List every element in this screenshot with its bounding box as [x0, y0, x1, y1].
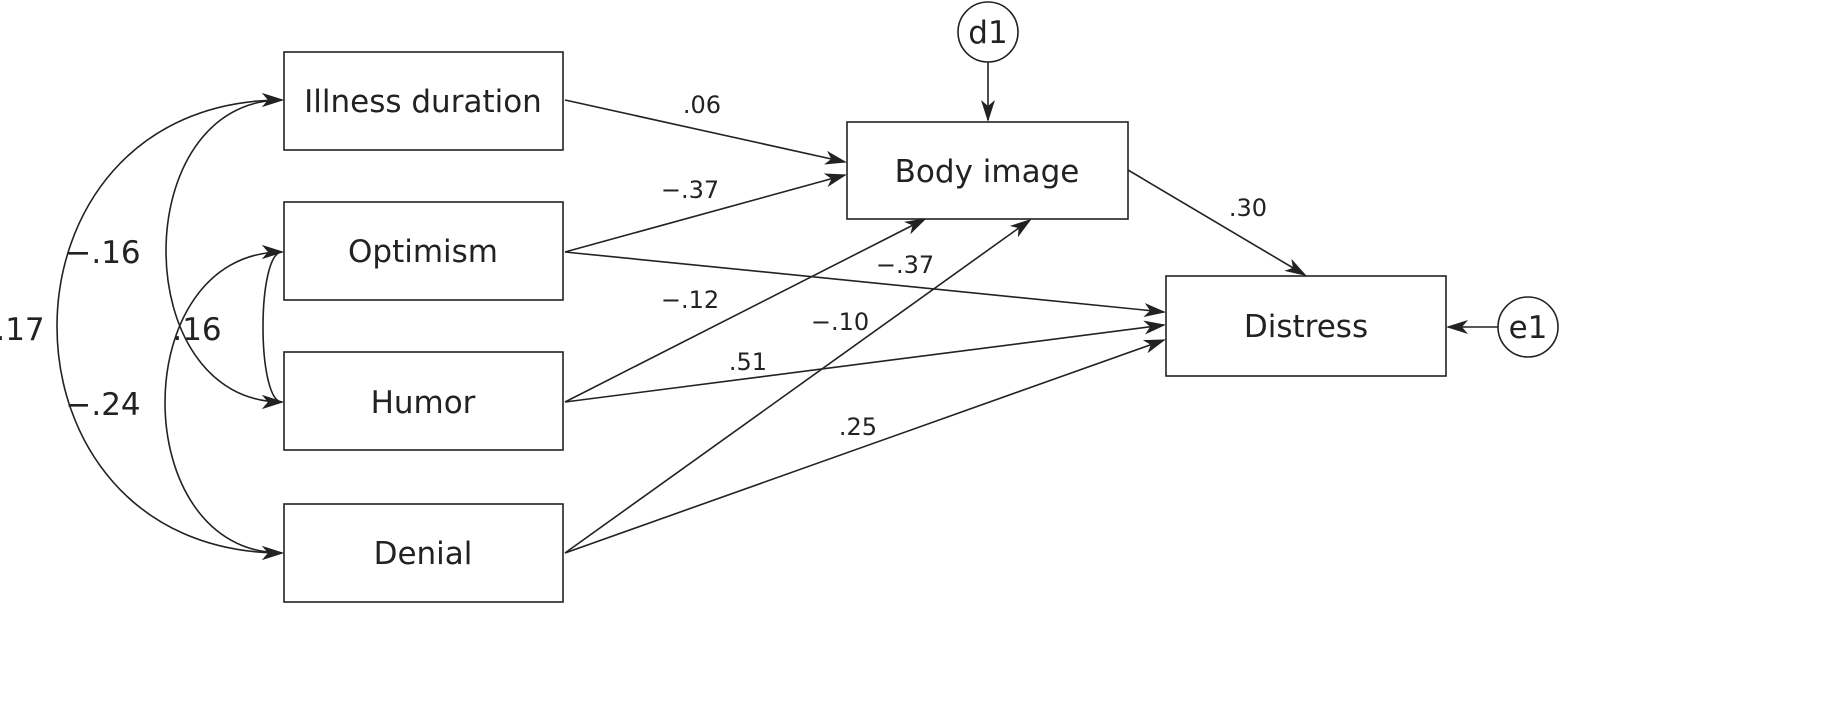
arrow-denial-distress: [564, 339, 1166, 554]
arrow-optimism-body: [564, 173, 847, 253]
path-optimism-distress: −.37: [876, 251, 934, 279]
node-d1: [957, 1, 1019, 63]
correlation-illness-denial: [56, 93, 284, 560]
node-d1-label: d1: [968, 15, 1007, 51]
node-body-image-label: Body image: [895, 154, 1080, 190]
correlation-optimism-denial: [164, 245, 284, 560]
node-e1: [1497, 296, 1559, 358]
arrow-optimism-distress: [564, 251, 1166, 317]
corr-optimism-denial: −.24: [65, 387, 140, 423]
correlation-optimism-humor: [261, 245, 284, 409]
node-distress-label: Distress: [1244, 309, 1368, 345]
path-denial-distress: .25: [839, 413, 877, 441]
path-body-distress: .30: [1229, 194, 1267, 222]
node-body-image: [846, 121, 1129, 220]
path-humor-distress: .51: [729, 348, 767, 376]
node-e1-label: e1: [1509, 310, 1548, 346]
node-humor-label: Humor: [371, 385, 476, 421]
node-illness-duration-label: Illness duration: [304, 84, 542, 120]
arrow-humor-distress: [564, 320, 1166, 403]
path-denial-body: −.10: [811, 308, 869, 336]
node-distress: [1165, 275, 1447, 377]
node-optimism-label: Optimism: [348, 234, 498, 270]
node-illness-duration: [283, 51, 564, 151]
corr-illness-denial: .17: [0, 312, 45, 348]
node-humor: [283, 351, 564, 451]
arrow-humor-body: [564, 218, 927, 403]
arrow-body-distress: [1127, 169, 1307, 277]
corr-optimism-humor: .16: [172, 312, 221, 348]
node-optimism: [283, 201, 564, 301]
path-optimism-body: −.37: [661, 176, 719, 204]
path-humor-body: −.12: [661, 286, 719, 314]
correlation-illness-humor: [165, 93, 284, 409]
arrow-denial-body: [564, 218, 1032, 554]
arrow-illness-body: [564, 99, 847, 165]
corr-illness-humor: −.16: [65, 235, 140, 271]
path-illness-body: .06: [683, 91, 721, 119]
node-denial-label: Denial: [374, 536, 473, 572]
node-denial: [283, 503, 564, 603]
